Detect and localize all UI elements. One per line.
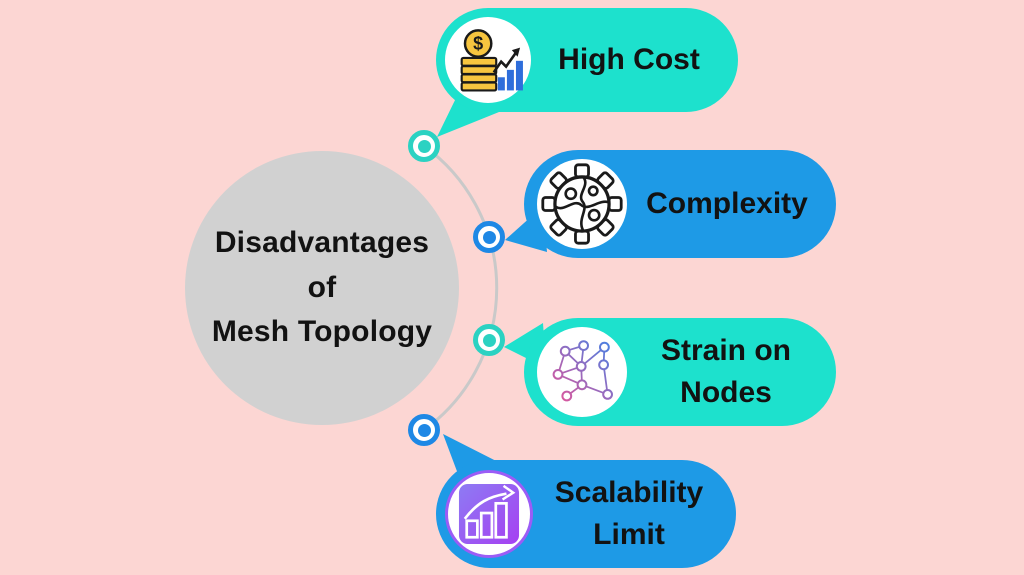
gear-puzzle-icon	[541, 163, 623, 245]
icon-circle	[445, 470, 533, 558]
arc-marker-dot	[482, 333, 496, 347]
callout-label: Strain on Nodes	[660, 334, 791, 409]
callout-complexity: Complexity	[524, 150, 836, 258]
growth-chart-icon	[458, 483, 520, 545]
icon-circle	[537, 327, 627, 417]
callout-strain-on-nodes: Strain on Nodes	[524, 318, 836, 426]
arc-marker-high-cost	[408, 130, 440, 162]
callout-high-cost: $ High Cost	[436, 8, 738, 112]
arc-marker-scalability-limit	[408, 414, 440, 446]
dollar-sign: $	[473, 34, 483, 54]
callout-label: Complexity	[646, 187, 808, 220]
page-title: Disadvantages of Mesh Topology	[211, 226, 433, 349]
central-topic-circle: Disadvantages of Mesh Topology	[185, 151, 459, 425]
arc-marker-dot	[482, 230, 496, 244]
icon-circle	[537, 159, 627, 249]
callout-scalability-limit: Scalability Limit	[436, 460, 736, 568]
icon-circle: $	[445, 17, 531, 103]
coin-chart-icon: $	[460, 29, 523, 92]
arc-marker-dot	[417, 423, 431, 437]
arc-marker-complexity	[473, 221, 505, 253]
arc-marker-strain-on-nodes	[473, 324, 505, 356]
callout-label: Scalability Limit	[554, 476, 704, 551]
network-nodes-icon	[552, 340, 613, 402]
arc-marker-dot	[417, 139, 431, 153]
blue-bars	[497, 60, 523, 91]
callout-label: High Cost	[558, 43, 700, 76]
connector-arc	[423, 144, 499, 432]
